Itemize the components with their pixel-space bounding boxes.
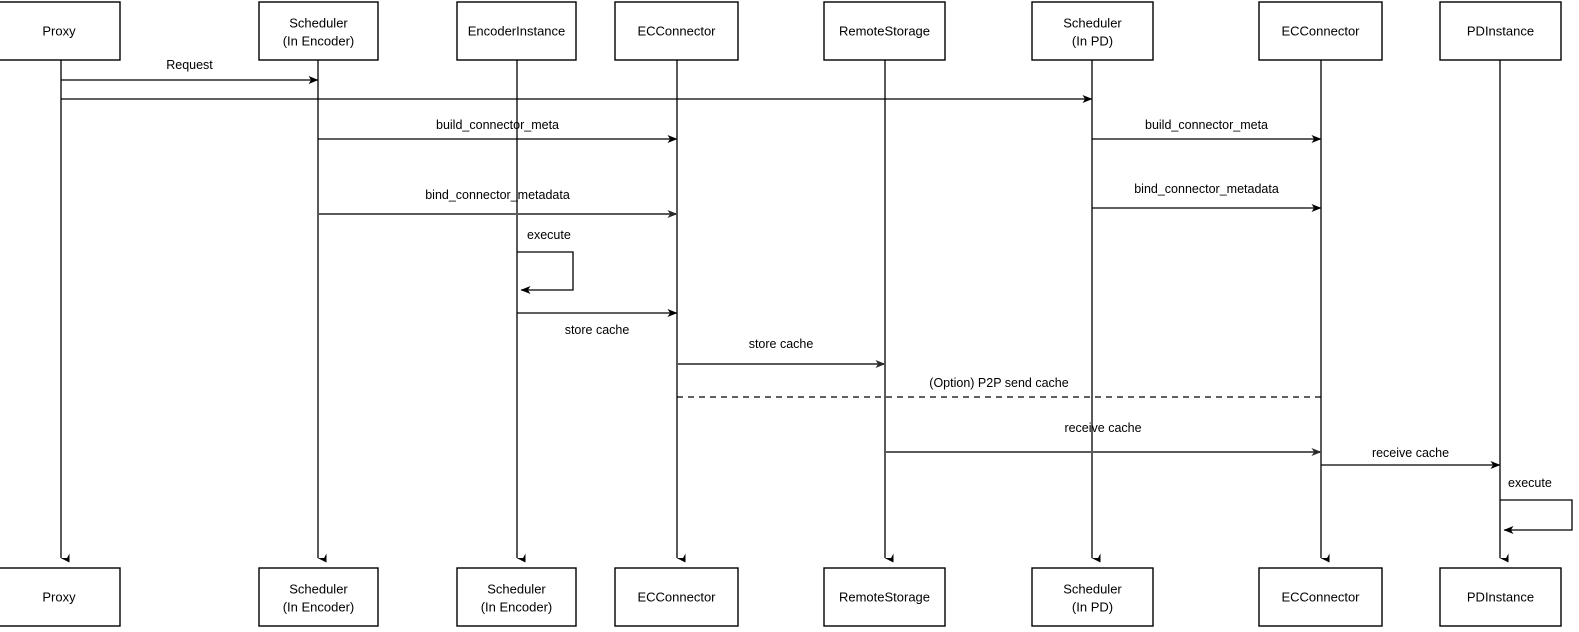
message-label: store cache (565, 323, 630, 337)
participant-box-bottom-remote_store[interactable]: RemoteStorage (823, 567, 946, 627)
participant-sublabel: (In PD) (1072, 599, 1113, 614)
self-message-s2[interactable]: execute (1500, 476, 1573, 534)
participant-label: ECConnector (637, 23, 716, 38)
participant-box-top-sched_pd[interactable]: Scheduler (In PD) (1031, 1, 1154, 61)
participant-label: RemoteStorage (839, 589, 930, 604)
message-label: bind_connector_metadata (1134, 182, 1279, 196)
participant-box-top-pd_inst[interactable]: PDInstance (1439, 1, 1562, 61)
message-label: bind_connector_metadata (425, 188, 570, 202)
participant-sublabel: (In Encoder) (283, 33, 355, 48)
self-message-s1[interactable]: execute (517, 228, 574, 294)
self-message-path (517, 251, 574, 294)
self-message-path (1500, 499, 1573, 534)
self-messages-layer: execute execute (517, 228, 1573, 534)
messages-layer: Request build_connector_meta build_connect… (61, 58, 1501, 469)
participant-box-bottom-encoder_inst[interactable]: Scheduler (In Encoder) (456, 567, 577, 627)
participant-label: Scheduler (1063, 15, 1122, 30)
message-m4[interactable]: build_connector_meta (1092, 118, 1322, 143)
self-message-label: execute (1508, 476, 1552, 490)
message-m9[interactable]: (Option) P2P send cache (677, 376, 1321, 398)
self-message-label: execute (527, 228, 571, 242)
participant-sublabel: (In Encoder) (481, 599, 553, 614)
message-label: Request (166, 58, 213, 72)
message-m6[interactable]: bind_connector_metadata (1092, 182, 1322, 212)
participant-box-top-ecconn_enc[interactable]: ECConnector (614, 1, 739, 61)
participant-box-top-remote_store[interactable]: RemoteStorage (823, 1, 946, 61)
message-m1[interactable]: Request (61, 58, 319, 84)
message-m11[interactable]: receive cache (1321, 446, 1501, 469)
message-label: (Option) P2P send cache (929, 376, 1068, 390)
participant-label: Scheduler (487, 581, 546, 596)
participant-label: Scheduler (289, 15, 348, 30)
participant-box-top-ecconn_pd[interactable]: ECConnector (1258, 1, 1383, 61)
message-m5[interactable]: bind_connector_metadata (318, 188, 678, 218)
lifelines-layer (60, 60, 1509, 563)
participant-label: EncoderInstance (468, 23, 566, 38)
participant-box-bottom-proxy[interactable]: Proxy (0, 567, 121, 627)
participant-box-top-sched_enc[interactable]: Scheduler (In Encoder) (258, 1, 379, 61)
message-label: store cache (749, 337, 814, 351)
bottom-participant-boxes: Proxy Scheduler (In Encoder) Scheduler (In E… (0, 567, 1562, 627)
participant-label: PDInstance (1467, 23, 1534, 38)
participant-box-bottom-sched_enc[interactable]: Scheduler (In Encoder) (258, 567, 379, 627)
message-label: receive cache (1372, 446, 1449, 460)
participant-sublabel: (In Encoder) (283, 599, 355, 614)
participant-box-bottom-pd_inst[interactable]: PDInstance (1439, 567, 1562, 627)
top-participant-boxes: Proxy Scheduler (In Encoder) EncoderInstanc… (0, 1, 1562, 61)
participant-label: Scheduler (289, 581, 348, 596)
participant-box-top-encoder_inst[interactable]: EncoderInstance (456, 1, 577, 61)
message-label: build_connector_meta (436, 118, 559, 132)
message-label: receive cache (1064, 421, 1141, 435)
participant-box-bottom-ecconn_pd[interactable]: ECConnector (1258, 567, 1383, 627)
message-m7[interactable]: store cache (517, 309, 678, 337)
message-m3[interactable]: build_connector_meta (318, 118, 678, 143)
participant-box-bottom-ecconn_enc[interactable]: ECConnector (614, 567, 739, 627)
participant-label: RemoteStorage (839, 23, 930, 38)
message-m8[interactable]: store cache (677, 337, 886, 368)
participant-label: ECConnector (1281, 23, 1360, 38)
participant-label: ECConnector (637, 589, 716, 604)
participant-label: Proxy (42, 23, 76, 38)
participant-label: Scheduler (1063, 581, 1122, 596)
participant-label: PDInstance (1467, 589, 1534, 604)
participant-box-bottom-sched_pd[interactable]: Scheduler (In PD) (1031, 567, 1154, 627)
participant-box-top-proxy[interactable]: Proxy (0, 1, 121, 61)
participant-label: ECConnector (1281, 589, 1360, 604)
message-m10[interactable]: receive cache (885, 421, 1322, 456)
message-label: build_connector_meta (1145, 118, 1268, 132)
participant-sublabel: (In PD) (1072, 33, 1113, 48)
participant-label: Proxy (42, 589, 76, 604)
